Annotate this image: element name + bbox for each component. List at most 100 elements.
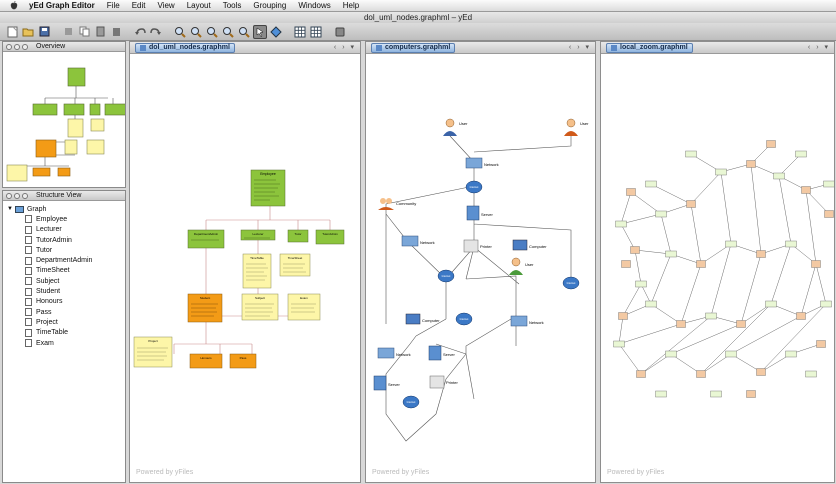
tree-item[interactable]: TutorAdmin: [3, 235, 125, 245]
zoom-graph-node[interactable]: [824, 210, 834, 218]
zoom-graph-node[interactable]: [725, 350, 737, 358]
zoom-graph-node[interactable]: [811, 260, 821, 268]
zoom-graph-node[interactable]: [665, 250, 677, 258]
select-mode-icon[interactable]: [253, 24, 267, 39]
network-canvas[interactable]: User User Network Internet Community: [366, 54, 595, 482]
zoom-graph-node[interactable]: [710, 390, 722, 398]
tree-item[interactable]: Pass: [3, 307, 125, 317]
zoom-original-icon[interactable]: [237, 25, 251, 39]
zoom-graph-node[interactable]: [626, 188, 636, 196]
uml-node-departmentadmin[interactable]: DepartmentAdmin: [187, 229, 225, 249]
tab-nav-arrows[interactable]: ‹ › ▾: [568, 44, 591, 51]
tree-item[interactable]: Exam: [3, 338, 125, 348]
new-file-icon[interactable]: [5, 25, 19, 39]
open-icon[interactable]: [21, 25, 35, 39]
copy-icon[interactable]: [77, 25, 91, 39]
zoom-graph-node[interactable]: [785, 350, 797, 358]
app-name-menu[interactable]: yEd Graph Editor: [29, 1, 95, 10]
uml-node-honours[interactable]: Honours: [189, 353, 223, 369]
tree-item[interactable]: Project: [3, 317, 125, 327]
network-node-computer-1[interactable]: Computer: [512, 239, 547, 251]
navigate-icon[interactable]: [269, 25, 283, 39]
zoom-graph-node[interactable]: [636, 370, 646, 378]
tab-local-zoom[interactable]: local_zoom.graphml: [606, 42, 693, 53]
zoom-graph-node[interactable]: [746, 160, 756, 168]
network-node-server-1[interactable]: Server: [466, 205, 493, 221]
zoom-graph-node[interactable]: [615, 220, 627, 228]
menu-layout[interactable]: Layout: [186, 1, 211, 10]
network-node-internet-1[interactable]: Internet: [465, 180, 483, 194]
close-icon[interactable]: [6, 43, 12, 50]
uml-node-student[interactable]: Student: [187, 293, 223, 323]
zoom-graph-node[interactable]: [655, 210, 667, 218]
layout-icon[interactable]: [333, 25, 347, 39]
zoom-graph-node[interactable]: [665, 350, 677, 358]
network-node-user-3[interactable]: User: [509, 257, 534, 275]
zoom-graph-node[interactable]: [715, 168, 727, 176]
network-node-server-2[interactable]: Server: [428, 345, 455, 361]
zoom-graph-node[interactable]: [618, 312, 628, 320]
zoom-graph-node[interactable]: [820, 300, 832, 308]
tree-item[interactable]: TimeTable: [3, 328, 125, 338]
uml-node-exam[interactable]: Exam: [287, 293, 321, 321]
network-node-printer-1[interactable]: Printer: [463, 239, 492, 253]
network-node-internet-5[interactable]: Internet: [402, 395, 420, 409]
tab-uml[interactable]: dol_uml_nodes.graphml: [135, 42, 235, 53]
uml-node-project[interactable]: Project: [133, 336, 173, 368]
save-icon[interactable]: [37, 25, 51, 39]
delete-icon[interactable]: [109, 25, 123, 39]
zoom-fit-icon[interactable]: [205, 25, 219, 39]
zoom-graph-node[interactable]: [655, 390, 667, 398]
network-node-computer-2[interactable]: Computer: [405, 313, 440, 325]
menu-tools[interactable]: Tools: [222, 1, 242, 10]
menu-edit[interactable]: Edit: [131, 1, 146, 10]
zoom-graph-node[interactable]: [816, 340, 826, 348]
zoom-graph-node[interactable]: [686, 200, 696, 208]
uml-node-tutoradmin[interactable]: TutorAdmin: [315, 229, 345, 245]
zoom-graph-node[interactable]: [765, 300, 777, 308]
menu-windows[interactable]: Windows: [298, 1, 331, 10]
uml-node-timesheet[interactable]: TimeSheet: [279, 253, 311, 277]
zoom-graph-node[interactable]: [645, 180, 657, 188]
menu-help[interactable]: Help: [342, 1, 360, 10]
tree-item[interactable]: Tutor: [3, 245, 125, 255]
zoom-area-icon[interactable]: [221, 25, 235, 39]
network-node-user-1[interactable]: User: [443, 118, 468, 136]
uml-node-timetable[interactable]: TimeTable: [242, 253, 272, 289]
zoom-graph-node[interactable]: [746, 390, 756, 398]
network-node-network-4[interactable]: Network: [377, 347, 411, 359]
zoom-graph-node[interactable]: [613, 340, 625, 348]
uml-node-lecturer[interactable]: Lecturer: [240, 229, 276, 241]
zoom-graph-node[interactable]: [645, 300, 657, 308]
maximize-icon[interactable]: [22, 192, 28, 199]
zoom-graph-node[interactable]: [796, 312, 806, 320]
minimize-icon[interactable]: [14, 192, 20, 199]
network-node-community[interactable]: Community: [378, 198, 416, 210]
zoom-graph-node[interactable]: [801, 186, 811, 194]
tree-root-graph[interactable]: ▼ Graph: [3, 204, 125, 214]
zoom-out-icon[interactable]: [189, 25, 203, 39]
tab-nav-arrows[interactable]: ‹ › ▾: [807, 44, 830, 51]
network-node-network-3[interactable]: Network: [510, 315, 544, 327]
network-node-printer-2[interactable]: Printer: [429, 375, 458, 389]
local-zoom-canvas[interactable]: [601, 54, 835, 482]
zoom-graph-node[interactable]: [621, 260, 631, 268]
zoom-graph-node[interactable]: [696, 260, 706, 268]
zoom-graph-node[interactable]: [823, 180, 835, 188]
tree-item[interactable]: Employee: [3, 214, 125, 224]
tree-item[interactable]: Honours: [3, 297, 125, 307]
tree-item[interactable]: TimeSheet: [3, 266, 125, 276]
maximize-icon[interactable]: [22, 43, 28, 50]
network-node-internet-2[interactable]: Internet: [562, 276, 580, 290]
tree-item[interactable]: Subject: [3, 276, 125, 286]
zoom-graph-node[interactable]: [773, 172, 785, 180]
zoom-graph-node[interactable]: [756, 368, 766, 376]
network-node-user-2[interactable]: User: [564, 118, 589, 136]
tab-nav-arrows[interactable]: ‹ › ▾: [333, 44, 356, 51]
network-node-server-3[interactable]: Server: [373, 375, 400, 391]
menu-view[interactable]: View: [157, 1, 175, 10]
zoom-graph-node[interactable]: [736, 320, 746, 328]
network-node-network-2[interactable]: Network: [401, 235, 435, 247]
menu-grouping[interactable]: Grouping: [253, 1, 287, 10]
expand-triangle-icon[interactable]: ▼: [7, 206, 13, 213]
